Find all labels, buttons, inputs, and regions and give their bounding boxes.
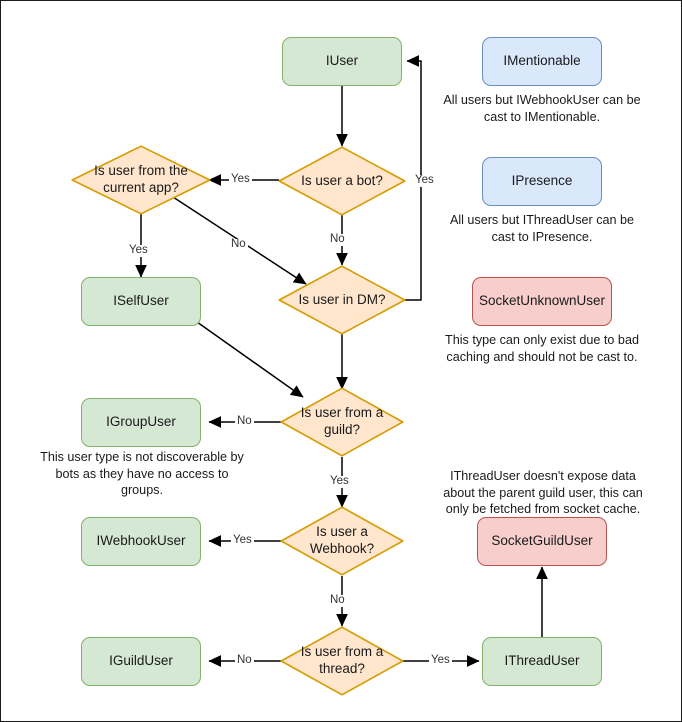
edge-label-currentapp-yes: Yes [127,244,150,257]
node-is-current-app[interactable]: Is user from the current app? [71,145,211,215]
node-iwebhookuser[interactable]: IWebhookUser [81,517,201,566]
note-ipresence: All users but IThreadUser can be cast to… [449,213,635,244]
node-iguilduser-label: IGuildUser [109,653,173,669]
node-imentionable[interactable]: IMentionable [482,37,602,86]
node-is-bot[interactable]: Is user a bot? [278,146,406,216]
node-is-guild[interactable]: Is user from a guild? [280,387,404,457]
node-ipresence[interactable]: IPresence [482,157,602,206]
is-bot-diamond-shape [278,146,406,216]
node-socketunknownuser-label: SocketUnknownUser [478,293,606,309]
is-webhook-diamond-shape [280,506,404,576]
node-ithreaduser-label: IThreadUser [504,653,580,669]
node-socketguilduser-label: SocketGuildUser [491,533,593,549]
edge-label-isthread-yes: Yes [429,654,452,667]
node-ithreaduser[interactable]: IThreadUser [482,637,602,686]
note-igroupuser: This user type is not discoverable by bo… [40,450,244,498]
node-iwebhookuser-label: IWebhookUser [96,533,186,549]
node-is-thread-label: Is user from a thread? [300,644,384,676]
is-thread-diamond-shape [280,626,404,696]
node-is-dm-label: Is user in DM? [298,291,386,307]
is-dm-diamond-shape [278,265,406,335]
node-iuser-label: IUser [325,53,359,69]
note-socketunknownuser: This type can only exist due to bad cach… [445,333,639,364]
node-socketguilduser[interactable]: SocketGuildUser [477,517,607,566]
node-imentionable-label: IMentionable [503,53,581,69]
note-imentionable: All users but IWebhookUser can be cast t… [443,93,641,124]
edge-label-currentapp-no: No [229,238,248,251]
edge-label-isbot-yes: Yes [229,173,252,186]
node-is-bot-label: Is user a bot? [301,172,383,188]
node-is-current-app-label: Is user from the current app? [94,163,188,195]
node-is-webhook-label: Is user a Webhook? [309,524,375,556]
node-iuser[interactable]: IUser [282,37,402,86]
node-iselfuser[interactable]: ISelfUser [81,277,201,326]
node-is-dm[interactable]: Is user in DM? [278,265,406,335]
node-igroupuser[interactable]: IGroupUser [81,398,201,447]
node-is-webhook[interactable]: Is user a Webhook? [280,506,404,576]
note-ithreaduser: IThreadUser doesn't expose data about th… [443,469,643,517]
node-iselfuser-label: ISelfUser [113,293,169,309]
edge-label-isguild-no: No [235,415,254,428]
node-igroupuser-label: IGroupUser [106,414,176,430]
node-ipresence-label: IPresence [511,173,573,189]
node-socketunknownuser[interactable]: SocketUnknownUser [472,277,612,326]
node-is-guild-label: Is user from a guild? [300,405,384,437]
edge-label-iswebhook-yes: Yes [231,534,254,547]
edge-label-isdm-yes: Yes [413,174,436,187]
edge-label-isbot-no: No [328,233,347,246]
edge-label-isthread-no: No [235,654,254,667]
node-iguilduser[interactable]: IGuildUser [81,637,201,686]
edge-label-isguild-yes: Yes [328,475,351,488]
is-guild-diamond-shape [280,387,404,457]
node-is-thread[interactable]: Is user from a thread? [280,626,404,696]
edge-label-iswebhook-no: No [328,594,347,607]
